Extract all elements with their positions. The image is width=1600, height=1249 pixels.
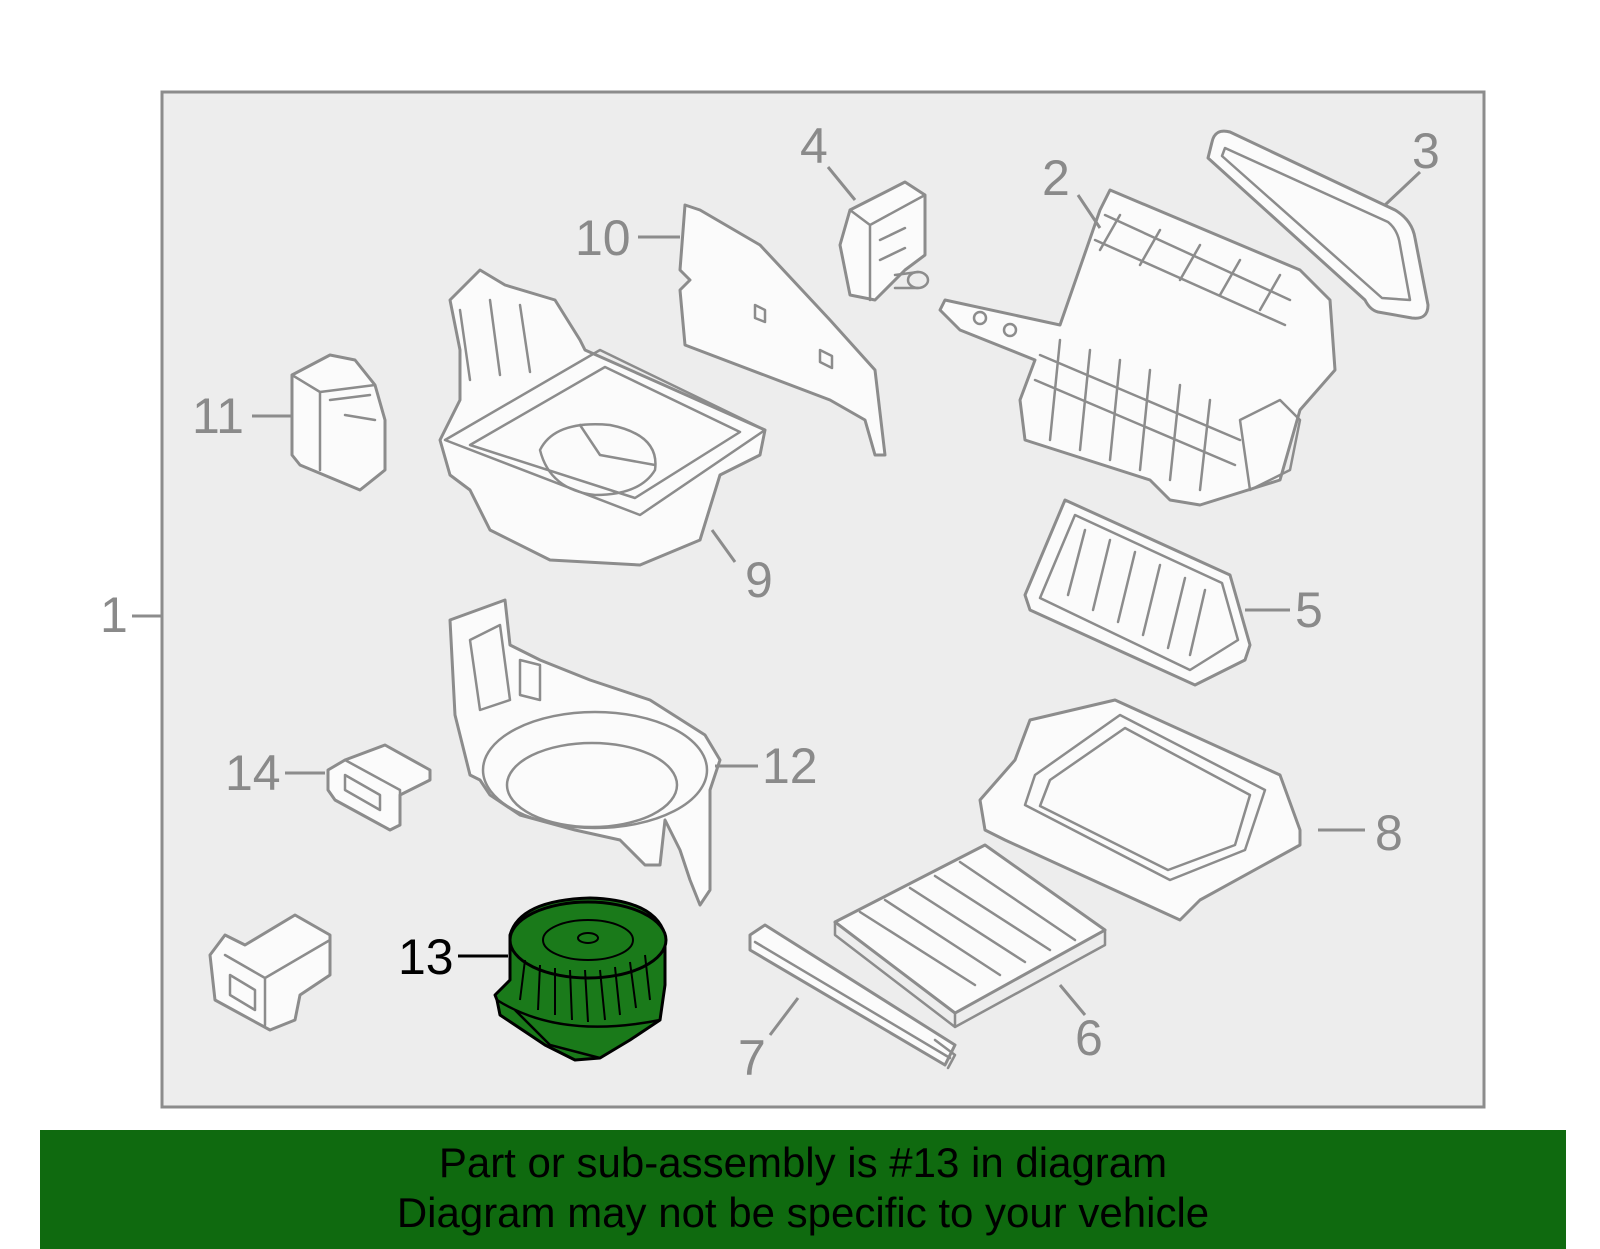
- callout-3: 3: [1412, 123, 1440, 179]
- part-10-panel: [678, 203, 887, 457]
- callout-12: 12: [762, 738, 818, 794]
- part-13-blower-motor: [493, 896, 668, 1062]
- leader-6: [1058, 984, 1087, 1016]
- callout-6: 6: [1075, 1010, 1103, 1066]
- part-2-case: [938, 188, 1337, 507]
- info-banner: Part or sub-assembly is #13 in diagram D…: [40, 1130, 1566, 1249]
- callout-10: 10: [575, 210, 631, 266]
- part-6-filter: [833, 843, 1107, 1029]
- assembly-frame: [160, 90, 1486, 1109]
- leader-3: [1383, 170, 1422, 207]
- part-5-housing: [1023, 498, 1252, 687]
- banner-line-2: Diagram may not be specific to your vehi…: [396, 1189, 1210, 1236]
- part-11-actuator: [290, 353, 387, 492]
- callout-13: 13: [398, 929, 454, 985]
- part-connector-module: [208, 913, 332, 1032]
- parts-diagram: 1 2 3 4 5 6 7: [100, 90, 1486, 1109]
- callout-8: 8: [1375, 805, 1403, 861]
- leader-2: [1076, 194, 1102, 229]
- banner-line-1: Part or sub-assembly is #13 in diagram: [438, 1139, 1168, 1186]
- leader-7: [768, 997, 800, 1036]
- part-12-lower-case: [448, 598, 722, 907]
- leader-9: [710, 529, 737, 563]
- callout-11: 11: [192, 388, 244, 444]
- part-7-cover: [748, 923, 957, 1070]
- callout-9: 9: [745, 552, 773, 608]
- part-4-actuator: [838, 180, 930, 302]
- callout-14: 14: [225, 745, 281, 801]
- callout-2: 2: [1042, 150, 1070, 206]
- leader-4: [826, 166, 857, 201]
- part-9-upper-case: [438, 268, 767, 567]
- callout-5: 5: [1295, 582, 1323, 638]
- callout-7: 7: [738, 1030, 766, 1086]
- callout-4: 4: [800, 118, 828, 174]
- part-8-frame: [978, 698, 1302, 922]
- callout-1: 1: [100, 587, 128, 643]
- part-14-resistor: [326, 743, 432, 832]
- part-3-seal: [1206, 129, 1430, 320]
